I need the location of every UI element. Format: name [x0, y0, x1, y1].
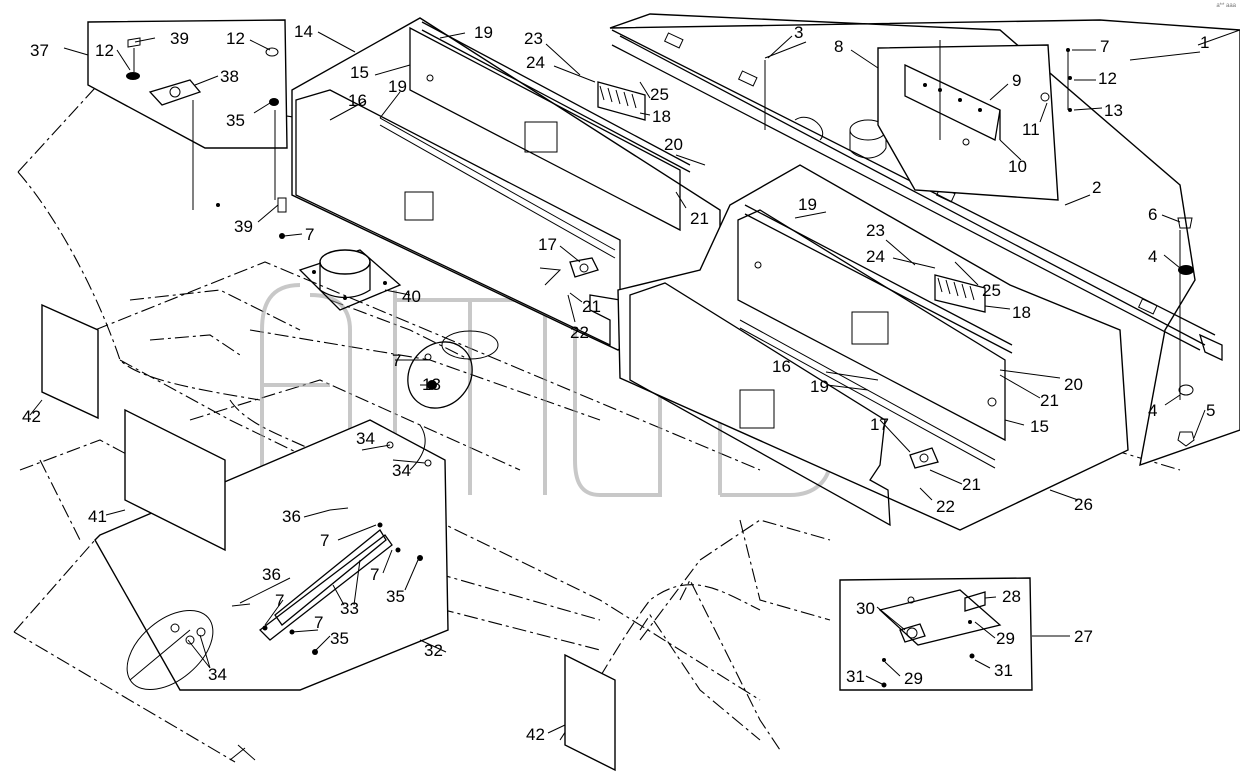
callout-32: 32: [424, 641, 443, 660]
callout-17-right: 17: [870, 415, 889, 434]
callout-6: 6: [1148, 205, 1157, 224]
inlet-40: [298, 249, 402, 311]
callout-22-mid: 22: [570, 323, 589, 342]
callout-18-right: 18: [1012, 303, 1031, 322]
callout-8: 8: [834, 37, 843, 56]
callout-29-right: 29: [996, 629, 1015, 648]
bracket-inset-8: [877, 40, 1069, 201]
callout-34-bottom: 34: [208, 665, 227, 684]
panel-42-bottom: [564, 653, 616, 772]
callout-41: 41: [88, 507, 107, 526]
callout-4-upper: 4: [1148, 247, 1157, 266]
callout-19-upper-a: 19: [474, 23, 493, 42]
callout-34-top-a: 34: [356, 429, 375, 448]
callout-30: 30: [856, 599, 875, 618]
callout-7-strut-a: 7: [320, 531, 329, 550]
panel-41: [124, 408, 226, 552]
callout-20-upper: 20: [664, 135, 683, 154]
callout-24-right: 24: [866, 247, 885, 266]
callout-42-left: 42: [22, 407, 41, 426]
callout-1: 1: [1200, 33, 1209, 52]
callout-35-strut-b: 35: [330, 629, 349, 648]
inset-37: [87, 19, 288, 239]
callout-7-strut-d: 7: [314, 613, 323, 632]
callout-7-strut-b: 7: [370, 565, 379, 584]
callout-14: 14: [294, 22, 313, 41]
callout-16-upper: 16: [348, 91, 367, 110]
panel-42-left: [41, 303, 99, 420]
callout-23-right: 23: [866, 221, 885, 240]
callout-39-top: 39: [170, 29, 189, 48]
callout-10: 10: [1008, 157, 1027, 176]
callout-16-right: 16: [772, 357, 791, 376]
callout-29-bottom: 29: [904, 669, 923, 688]
callout-3: 3: [794, 23, 803, 42]
callout-40: 40: [402, 287, 421, 306]
side-panels: [41, 303, 616, 772]
callout-34-top-b: 34: [392, 461, 411, 480]
callout-19-upper-b: 19: [388, 77, 407, 96]
callout-labels: 1 2 3 4 4 5 6 7 7 7 7 7 7 7 8 9 10 11 12…: [22, 22, 1215, 744]
callout-7-right: 7: [1100, 37, 1109, 56]
callout-5: 5: [1206, 401, 1215, 420]
callout-19-right-b: 19: [810, 377, 829, 396]
strut-inset-32: [94, 419, 449, 691]
part-13-region: [407, 330, 499, 409]
callout-19-right-a: 19: [798, 195, 817, 214]
callout-36-a: 36: [282, 507, 301, 526]
callout-25-upper: 25: [650, 85, 669, 104]
callout-2: 2: [1092, 178, 1101, 197]
callout-31-right: 31: [994, 661, 1013, 680]
callout-11: 11: [1022, 120, 1040, 139]
callout-13-mid: 13: [422, 375, 441, 394]
callout-33: 33: [340, 599, 359, 618]
callout-21-mid: 21: [582, 297, 601, 316]
callout-22-right: 22: [936, 497, 955, 516]
callout-26: 26: [1074, 495, 1093, 514]
fasteners-right: [1066, 48, 1195, 447]
callout-27: 27: [1074, 627, 1093, 646]
callout-36-b: 36: [262, 565, 281, 584]
callout-12-right: 12: [1098, 69, 1117, 88]
callout-7-mid: 7: [392, 351, 401, 370]
callout-20-right: 20: [1064, 375, 1083, 394]
callout-7-top: 7: [305, 225, 314, 244]
callout-4-lower: 4: [1148, 401, 1157, 420]
callout-31-left: 31: [846, 667, 865, 686]
callout-7-strut-c: 7: [275, 591, 284, 610]
callout-35-strut-a: 35: [386, 587, 405, 606]
callout-35-inset: 35: [226, 111, 245, 130]
callout-21-right-b: 21: [962, 475, 981, 494]
callout-38: 38: [220, 67, 239, 86]
callout-13-right: 13: [1104, 101, 1123, 120]
callout-18-upper: 18: [652, 107, 671, 126]
callout-23-upper: 23: [524, 29, 543, 48]
callout-42-bottom: 42: [526, 725, 545, 744]
door-assembly-26: [617, 164, 1129, 531]
latch-inset-27: [839, 577, 1033, 691]
leader-lines: [29, 29, 1240, 734]
callout-37: 37: [30, 41, 49, 60]
callout-15-upper: 15: [350, 63, 369, 82]
door-assembly-14: [291, 17, 721, 351]
callout-28: 28: [1002, 587, 1021, 606]
callout-17-upper: 17: [538, 235, 557, 254]
callout-21-upper: 21: [690, 209, 709, 228]
callout-12-inset-left: 12: [95, 41, 114, 60]
callout-15-right: 15: [1030, 417, 1049, 436]
callout-39-mid: 39: [234, 217, 253, 236]
corner-mark: a** aaa: [1216, 3, 1236, 9]
callout-21-right-a: 21: [1040, 391, 1059, 410]
callout-12-inset-right: 12: [226, 29, 245, 48]
callout-9: 9: [1012, 71, 1021, 90]
callout-24-upper: 24: [526, 53, 545, 72]
callout-25-right: 25: [982, 281, 1001, 300]
